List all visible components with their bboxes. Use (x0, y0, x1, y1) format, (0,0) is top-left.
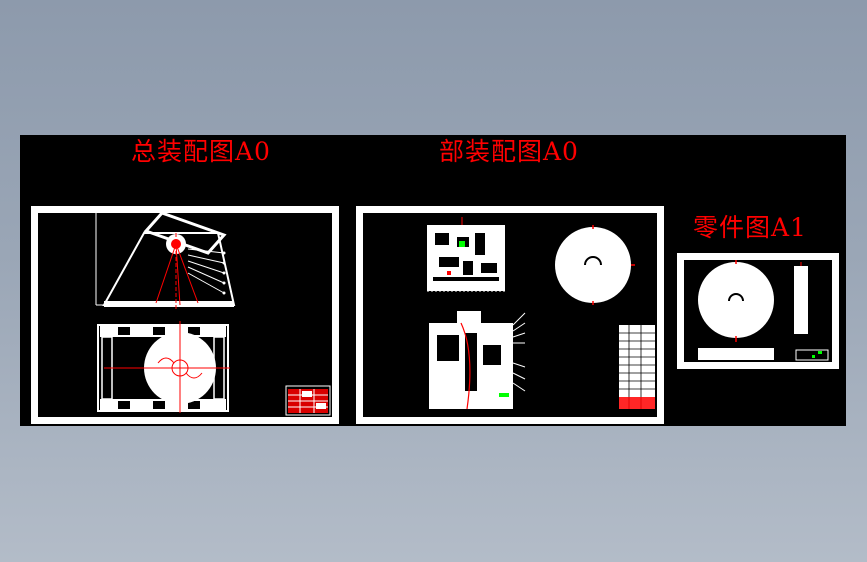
drawing-sheet-subassembly[interactable] (356, 206, 664, 424)
drawing-sheet-part[interactable] (677, 253, 839, 369)
part-drawing (698, 260, 829, 361)
sheet-title-subassembly: 部装配图A0 (439, 137, 579, 166)
sheet-title-general-assembly: 总装配图A0 (131, 137, 271, 166)
general-assembly-drawing (95, 213, 331, 416)
drawing-sheet-general-assembly[interactable] (31, 206, 339, 424)
subassembly-drawing (427, 217, 655, 410)
cad-viewport[interactable]: 总装配图A0 部装配图A0 零件图A1 (20, 135, 846, 426)
sheet-title-part-drawing: 零件图A1 (693, 213, 807, 242)
